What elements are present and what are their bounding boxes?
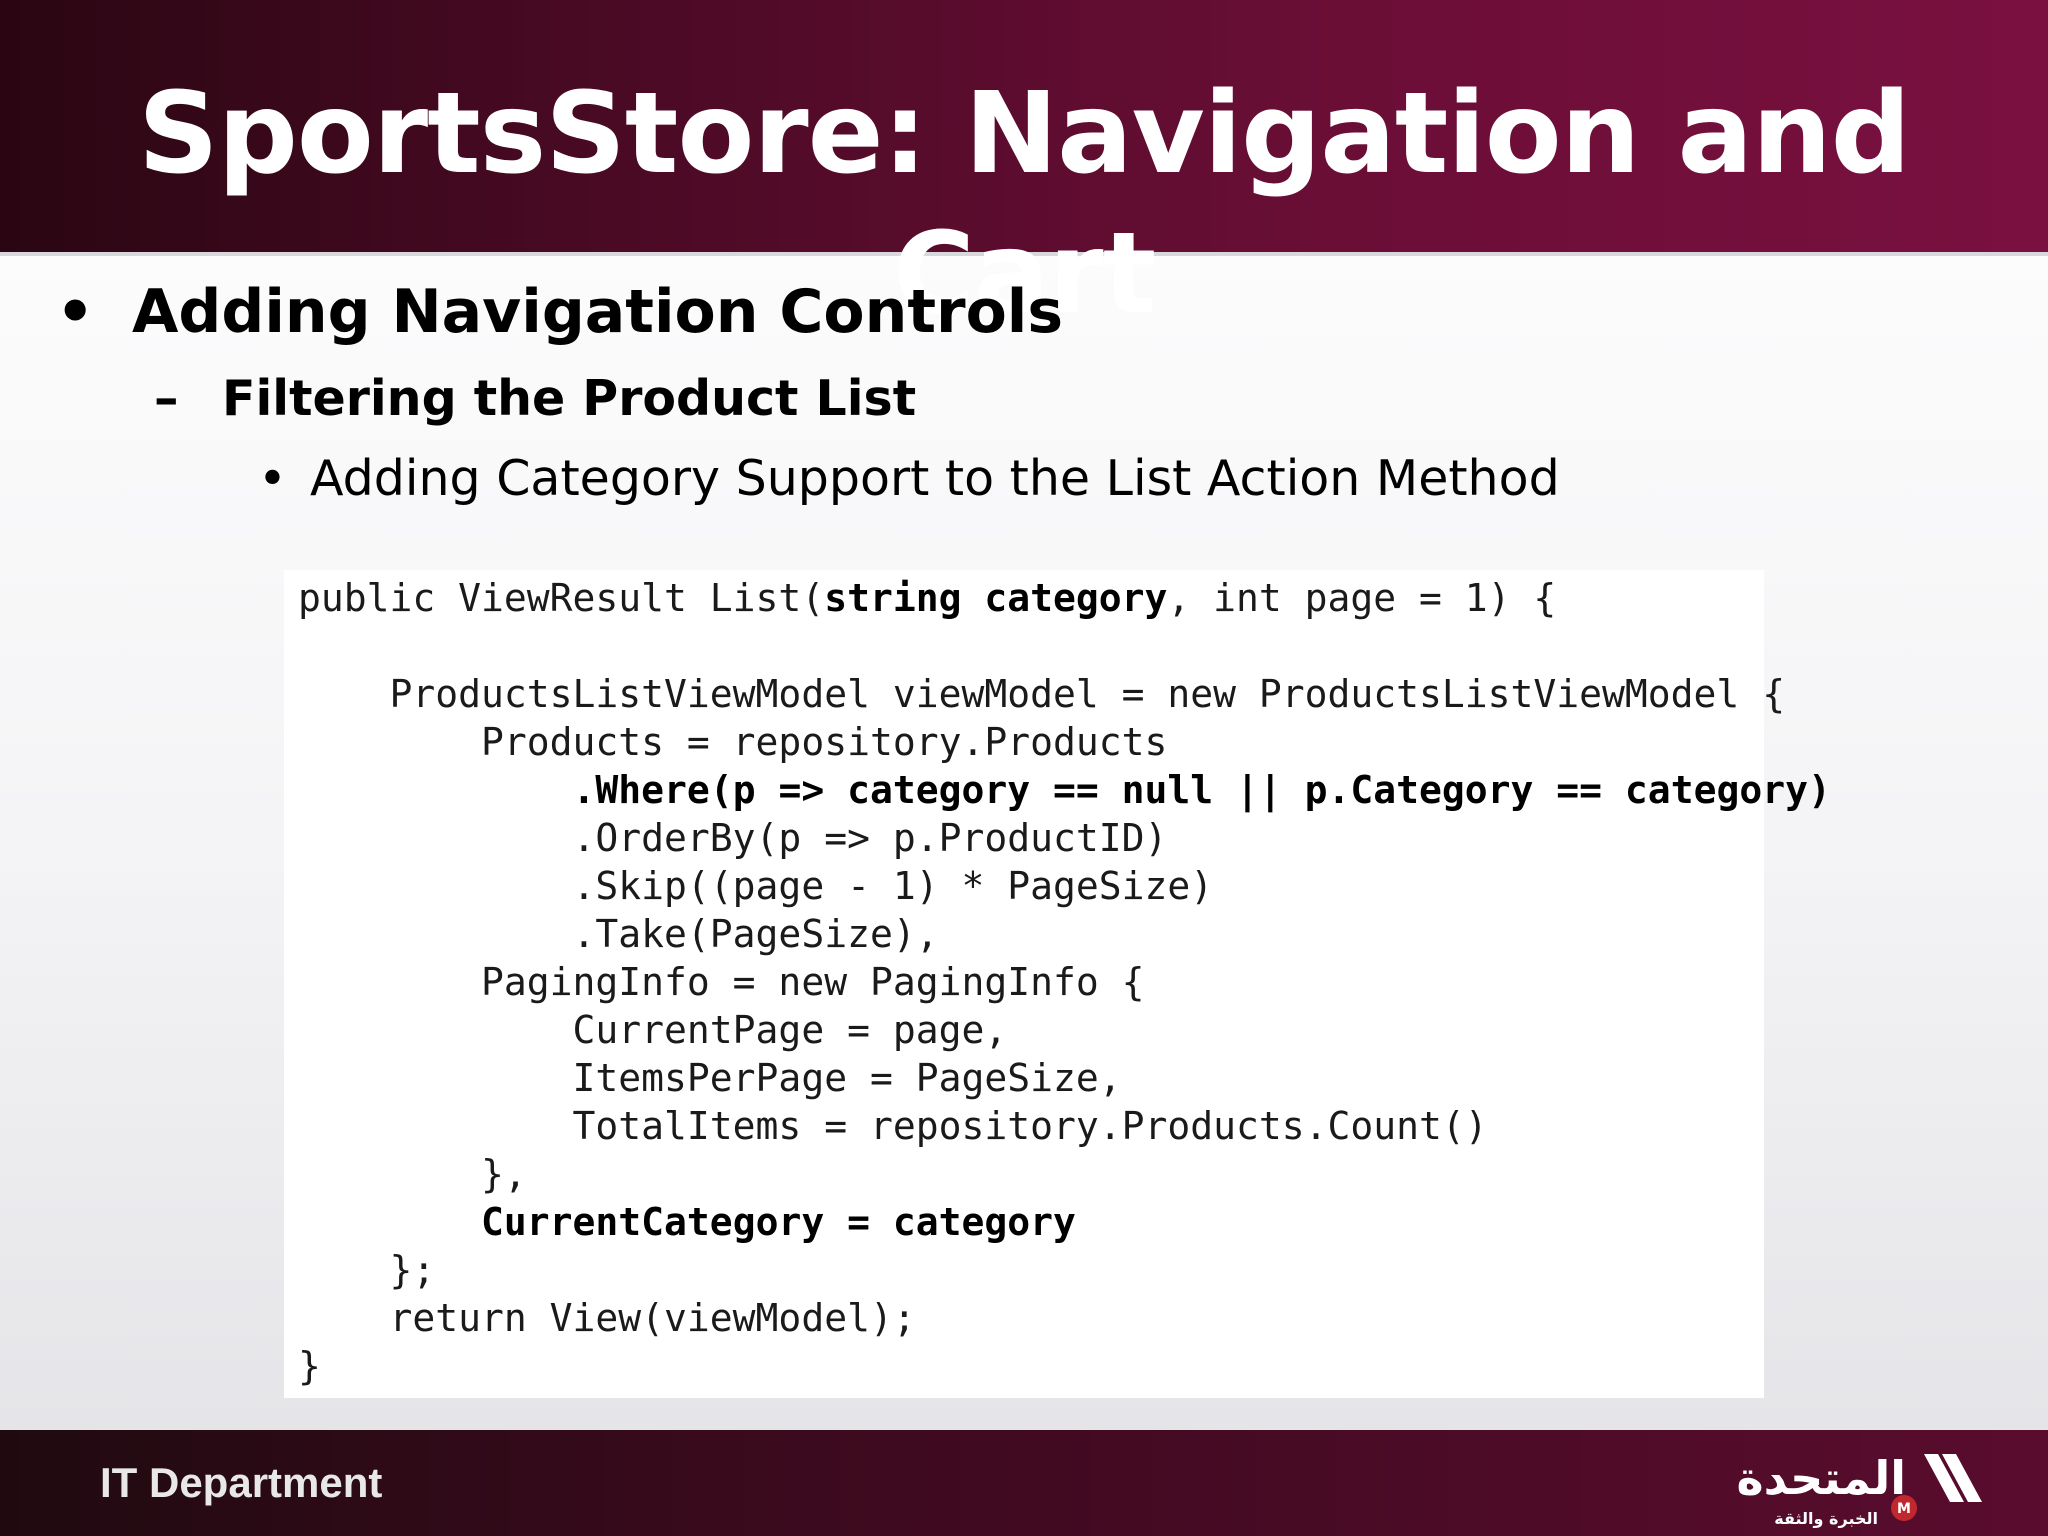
slide-title: SportsStore: Navigation and Cart bbox=[138, 69, 1911, 339]
code-highlight: CurrentCategory = category bbox=[481, 1200, 1076, 1244]
code-line: TotalItems = repository.Products.Count() bbox=[298, 1102, 1488, 1150]
code-highlight: string category bbox=[824, 576, 1168, 620]
code-line: CurrentCategory = category bbox=[298, 1198, 1076, 1246]
code-text: .OrderBy(p => p.ProductID) bbox=[298, 816, 1168, 860]
slide-header: SportsStore: Navigation and Cart bbox=[0, 0, 2048, 339]
code-text: }; bbox=[298, 1248, 436, 1292]
svg-text:M: M bbox=[1897, 1501, 1911, 1517]
code-text: ProductsListViewModel viewModel = new Pr… bbox=[298, 672, 1786, 716]
logo-emblem-icon bbox=[1891, 1495, 1917, 1521]
dash-marker: – bbox=[154, 370, 179, 427]
code-line: PagingInfo = new PagingInfo { bbox=[298, 958, 1144, 1006]
code-text bbox=[298, 768, 573, 812]
slide-footer: IT Department المتحدة M الخبرة والثقة bbox=[0, 1430, 2048, 1536]
code-text: PagingInfo = new PagingInfo { bbox=[298, 960, 1145, 1004]
code-text: .Take(PageSize), bbox=[298, 912, 939, 956]
code-text: ItemsPerPage = PageSize, bbox=[298, 1056, 1122, 1100]
code-text: Products = repository.Products bbox=[298, 720, 1168, 764]
code-text: } bbox=[298, 1344, 321, 1388]
code-text: , int page = 1) { bbox=[1167, 576, 1557, 620]
code-text: }, bbox=[298, 1152, 527, 1196]
code-line: }; bbox=[298, 1246, 436, 1294]
code-line: ProductsListViewModel viewModel = new Pr… bbox=[298, 670, 1786, 718]
logo-tagline: الخبرة والثقة bbox=[1774, 1509, 1878, 1528]
code-line: .Take(PageSize), bbox=[298, 910, 939, 958]
code-line: Products = repository.Products bbox=[298, 718, 1167, 766]
bullet-text: Filtering the Product List bbox=[222, 370, 917, 427]
code-text: public ViewResult List( bbox=[298, 576, 825, 620]
code-text bbox=[298, 1200, 481, 1244]
code-line: ItemsPerPage = PageSize, bbox=[298, 1054, 1122, 1102]
code-text: return View(viewModel); bbox=[298, 1296, 916, 1340]
code-line: .Where(p => category == null || p.Catego… bbox=[298, 766, 1831, 814]
code-text: .Skip((page - 1) * PageSize) bbox=[298, 864, 1214, 908]
code-text: TotalItems = repository.Products.Count() bbox=[298, 1104, 1488, 1148]
code-highlight: .Where(p => category == null || p.Catego… bbox=[572, 768, 1831, 812]
code-text: CurrentPage = page, bbox=[298, 1008, 1008, 1052]
department-label: IT Department bbox=[100, 1459, 383, 1506]
code-line: return View(viewModel); bbox=[298, 1294, 916, 1342]
bullet-text: Adding Navigation Controls bbox=[132, 277, 1064, 347]
bullet-text: Adding Category Support to the List Acti… bbox=[310, 450, 1560, 507]
code-line: }, bbox=[298, 1150, 527, 1198]
logo-wordmark: المتحدة bbox=[1736, 1451, 1906, 1505]
code-line: .Skip((page - 1) * PageSize) bbox=[298, 862, 1214, 910]
bullet-marker: • bbox=[56, 277, 95, 347]
bullet-marker: • bbox=[258, 450, 287, 507]
code-line: .OrderBy(p => p.ProductID) bbox=[298, 814, 1168, 862]
code-line: } bbox=[298, 1342, 321, 1390]
company-logo: المتحدة M الخبرة والثقة bbox=[1736, 1451, 1982, 1528]
code-line: public ViewResult List(string category, … bbox=[298, 574, 1556, 622]
code-snippet: public ViewResult List(string category, … bbox=[284, 570, 1831, 1398]
code-line: CurrentPage = page, bbox=[298, 1006, 1008, 1054]
